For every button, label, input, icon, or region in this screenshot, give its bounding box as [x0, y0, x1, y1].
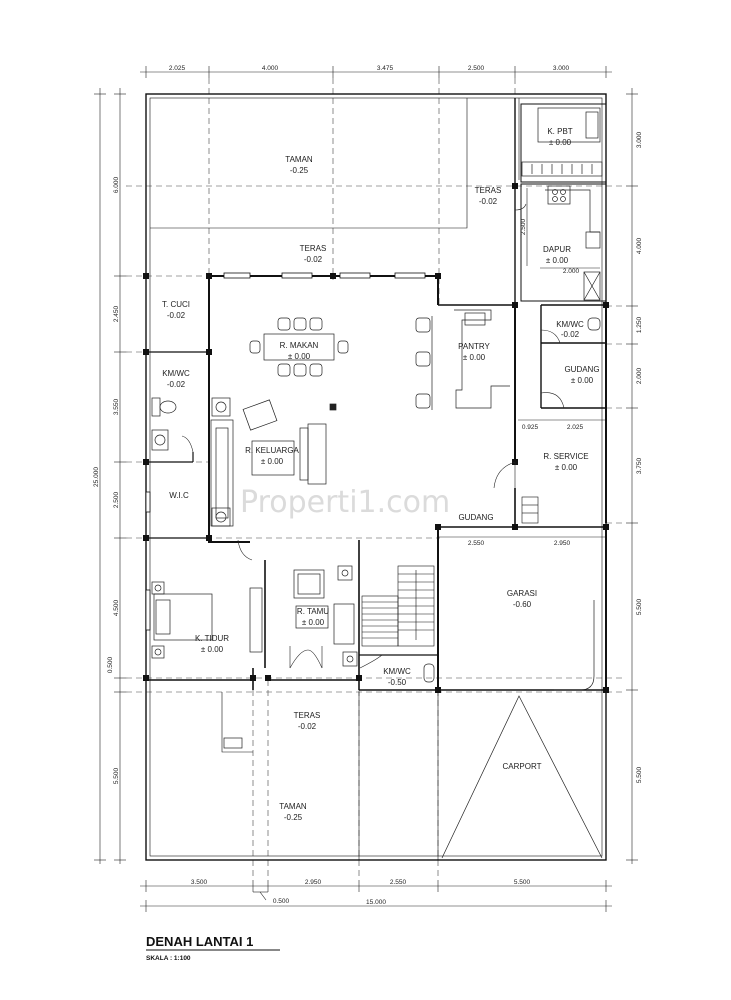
teras-front-level: -0.02: [298, 722, 317, 731]
gudang-small-name: GUDANG: [458, 513, 493, 522]
gudang-right-level: ± 0.00: [571, 376, 594, 385]
taman-top-level: -0.25: [290, 166, 309, 175]
teras-right-level: -0.02: [479, 197, 498, 206]
dim-bottom-2: 2.550: [390, 879, 407, 886]
dim-bottom-small: 0.500: [273, 898, 290, 905]
k-pbt-name: K. PBT: [547, 127, 572, 136]
r-service-level: ± 0.00: [555, 463, 578, 472]
dim-left-4: 4.500: [113, 599, 120, 616]
teras-front-name: TERAS: [294, 711, 321, 720]
dim-bottom-0: 3.500: [191, 879, 208, 886]
staircase: [361, 496, 539, 647]
taman-front-name: TAMAN: [279, 802, 307, 811]
dim-left-3: 2.500: [113, 491, 120, 508]
r-keluarga-name: R. KELUARGA: [245, 446, 299, 455]
taman-top-name: TAMAN: [285, 155, 313, 164]
dim-left-5: 0.500: [107, 656, 114, 673]
teras-top-level: -0.02: [304, 255, 323, 264]
dim-right-2: 1.250: [636, 316, 643, 333]
km-wc-left-name: KM/WC: [162, 369, 190, 378]
r-tamu-name: R. TAMU: [297, 607, 329, 616]
dim-dapur-width: 2.000: [563, 268, 580, 275]
dim-top-3: 2.500: [468, 65, 485, 72]
gudang-right-name: GUDANG: [564, 365, 599, 374]
dim-service-left: 0.925: [522, 424, 539, 431]
wic-name: W.I.C: [169, 491, 189, 500]
dapur-name: DAPUR: [543, 245, 571, 254]
km-wc-front-name: KM/WC: [383, 667, 411, 676]
dimension-labels: 2.025 4.000 3.475 2.500 3.000 3.500 2.95…: [93, 65, 643, 906]
k-tidur-level: ± 0.00: [201, 645, 224, 654]
dim-right-0: 3.000: [636, 131, 643, 148]
dim-right-6: 5.500: [636, 766, 643, 783]
dim-bottom-1: 2.950: [305, 879, 322, 886]
dim-total-length: 25.000: [93, 467, 100, 487]
room-labels: TAMAN -0.25 TERAS -0.02 TERAS -0.02 K. P…: [162, 127, 600, 822]
t-cuci-name: T. CUCI: [162, 300, 190, 309]
dim-left-1: 2.450: [113, 305, 120, 322]
dim-total-width: 15.000: [366, 899, 386, 906]
dapur-level: ± 0.00: [546, 256, 569, 265]
grid-lines: [126, 78, 626, 880]
carport-ramp: [441, 695, 603, 859]
dim-right-5: 5.500: [636, 598, 643, 615]
walls: [145, 93, 607, 861]
km-wc-front-level: -0.50: [388, 678, 407, 687]
r-makan-level: ± 0.00: [288, 352, 311, 361]
r-tamu-level: ± 0.00: [302, 618, 325, 627]
r-makan-name: R. MAKAN: [280, 341, 319, 350]
furniture: [151, 107, 603, 749]
dim-bottom-3: 5.500: [514, 879, 531, 886]
dim-top-2: 3.475: [377, 65, 394, 72]
dim-left-2: 3.550: [113, 398, 120, 415]
dim-left-6: 5.500: [113, 767, 120, 784]
dim-right-1: 4.000: [636, 237, 643, 254]
teras-right-name: TERAS: [475, 186, 502, 195]
dim-right-3: 2.000: [636, 367, 643, 384]
dim-left-0: 6.000: [113, 176, 120, 193]
dim-top-4: 3.000: [553, 65, 570, 72]
drawing-scale: SKALA : 1:100: [146, 955, 191, 962]
watermark-text: Properti1.com: [240, 485, 450, 520]
k-pbt-level: ± 0.00: [549, 138, 572, 147]
r-service-name: R. SERVICE: [543, 452, 588, 461]
k-tidur-name: K. TIDUR: [195, 634, 229, 643]
carport-name: CARPORT: [503, 762, 542, 771]
garasi-name: GARASI: [507, 589, 537, 598]
km-wc-right-name: KM/WC: [556, 320, 584, 329]
pantry-name: PANTRY: [458, 342, 490, 351]
dim-service-right: 2.025: [567, 424, 584, 431]
r-keluarga-level: ± 0.00: [261, 457, 284, 466]
dim-pbt-dapur: 2.500: [520, 218, 527, 235]
pantry-level: ± 0.00: [463, 353, 486, 362]
dim-top-0: 2.025: [169, 65, 186, 72]
dimension-lines: [94, 66, 638, 912]
drawing-title: DENAH LANTAI 1: [146, 934, 253, 949]
dim-right-4: 3.750: [636, 457, 643, 474]
km-wc-left-level: -0.02: [167, 380, 186, 389]
taman-front-level: -0.25: [284, 813, 303, 822]
dim-garasi-right: 2.950: [554, 540, 571, 547]
teras-top-name: TERAS: [300, 244, 327, 253]
km-wc-right-level: -0.02: [561, 330, 580, 339]
t-cuci-level: -0.02: [167, 311, 186, 320]
garasi-level: -0.60: [513, 600, 532, 609]
dim-top-1: 4.000: [262, 65, 279, 72]
dim-garasi-left: 2.550: [468, 540, 485, 547]
doors: [181, 203, 565, 669]
columns: [143, 183, 609, 693]
windows: [145, 272, 426, 631]
